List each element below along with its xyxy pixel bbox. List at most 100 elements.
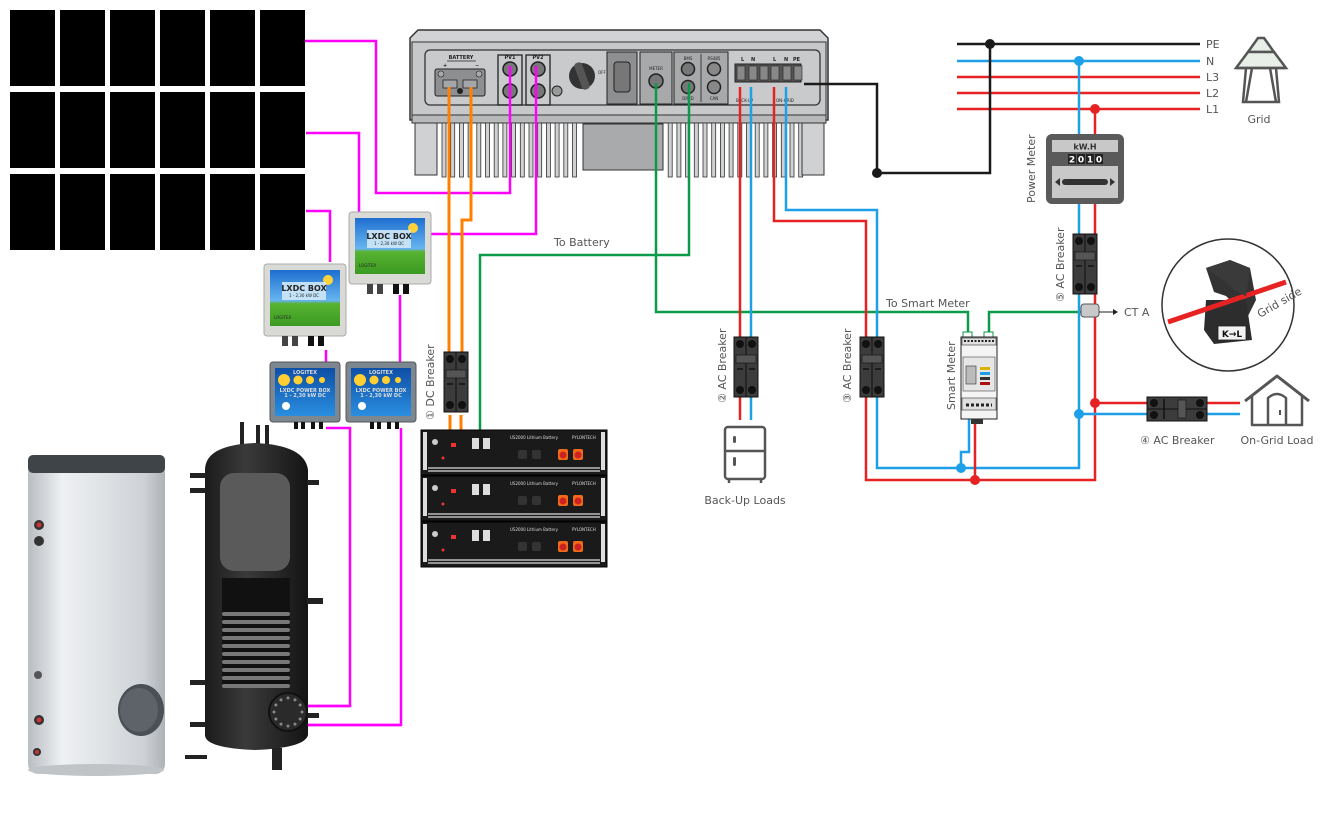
- heater-wire-1: [308, 426, 352, 708]
- solar-panel: [10, 10, 55, 86]
- hot-water-tank-cutaway: [185, 422, 323, 770]
- bms-comm-wire: [478, 83, 691, 432]
- solar-panel: [160, 10, 205, 86]
- solar-panel: [260, 174, 305, 250]
- meter-digit-cell: [1068, 154, 1076, 164]
- to-smart-meter-label: To Smart Meter: [885, 297, 970, 310]
- hybrid-inverter: BATTERY + − PV1 PV2 OFF METER: [409, 29, 829, 178]
- ct-comm-wire: [987, 310, 1085, 332]
- grid-label: Grid: [1247, 113, 1270, 126]
- grid-pylon-icon: [1233, 36, 1289, 104]
- meter-port-label: METER: [649, 66, 663, 71]
- battery-model: US2000 Lithium Battery: [510, 481, 559, 486]
- meter-digit-cell: [1077, 154, 1085, 164]
- battery-model: US2000 Lithium Battery: [510, 435, 559, 440]
- ct-detail-callout: K→L Grid side: [1161, 238, 1304, 372]
- lxdc-box-title: LXDC BOX: [366, 232, 412, 241]
- heating-element-flange: [272, 696, 304, 728]
- solar-panel-array: [10, 10, 305, 250]
- solar-panel: [210, 10, 255, 86]
- meter-digit: 1: [1087, 156, 1093, 166]
- battery-module: US2000 Lithium Battery PYLONTECH: [420, 521, 608, 568]
- meter-digit: 0: [1078, 156, 1084, 166]
- bms-port-label: BMS: [684, 56, 693, 61]
- solar-panel: [260, 92, 305, 168]
- heat-exchanger-coil: [222, 612, 290, 688]
- ac-breaker-4-label: ④ AC Breaker: [1140, 434, 1215, 447]
- pv-string-wire-3: [306, 209, 332, 262]
- terminal-label: L: [773, 57, 777, 63]
- meter-digit-cell: [1086, 154, 1094, 164]
- smart-meter-label: Smart Meter: [945, 341, 958, 410]
- ct-clamp-icon: [1080, 303, 1118, 318]
- battery-negative-wire: [460, 87, 473, 355]
- terminal-label: N: [751, 57, 755, 63]
- power-box-title: LXDC POWER BOX: [280, 388, 331, 394]
- house-icon: [1244, 374, 1310, 427]
- battery-model: US2000 Lithium Battery: [510, 527, 559, 532]
- ac-breaker-2-label: ② AC Breaker: [716, 328, 729, 403]
- power-box-subtitle: 1 - 2,30 kW DC: [360, 393, 402, 399]
- power-box-brand: LOGITEX: [369, 370, 393, 376]
- grid-busbars: PE N L3 L2 L1: [957, 38, 1220, 116]
- fridge-icon: [723, 425, 767, 483]
- power-box-subtitle: 1 - 2,30 kW DC: [284, 393, 326, 399]
- rs485-port-label: RS485: [708, 56, 721, 61]
- battery-brand: PYLONTECH: [572, 527, 596, 532]
- junction-dots: [872, 39, 1100, 485]
- heater-wire-2: [308, 428, 403, 727]
- bus-label-l3: L3: [1206, 71, 1219, 84]
- pv-string-wire-1: [305, 39, 512, 195]
- bus-label-n: N: [1206, 55, 1214, 68]
- solar-panel: [60, 174, 105, 250]
- power-box-title: LXDC POWER BOX: [356, 388, 407, 394]
- ac-breaker-2: [733, 336, 759, 398]
- can-port-label: CAN: [710, 96, 719, 101]
- lxdc-box-brand: LOGITEX: [359, 263, 376, 268]
- ac-breaker-4: [1146, 396, 1208, 422]
- ac-breaker-3: [859, 336, 885, 398]
- meter-comm-wire: [654, 83, 970, 332]
- backup-loads-label: Back-Up Loads: [704, 494, 786, 507]
- ac-breaker-3-label: ③ AC Breaker: [841, 328, 854, 403]
- meter-digit: 0: [1096, 156, 1102, 166]
- lxdc-box-subtitle: 1 - 2,30 kW DC: [289, 293, 319, 298]
- to-battery-label: To Battery: [553, 236, 610, 249]
- bus-label-pe: PE: [1206, 38, 1220, 51]
- bus-label-l2: L2: [1206, 87, 1219, 100]
- hot-water-tank-steel: [28, 455, 165, 776]
- pv2-wire: [430, 66, 538, 236]
- smart-meter: [960, 331, 998, 424]
- pv2-port-label: PV2: [532, 55, 544, 61]
- solar-panel: [10, 174, 55, 250]
- meter-digit-cell: [1095, 154, 1103, 164]
- solar-panel: [160, 92, 205, 168]
- ct-label: CT A: [1124, 306, 1150, 319]
- terminal-label: L: [741, 57, 745, 63]
- battery-minus-label: −: [475, 63, 479, 69]
- solar-panel: [60, 92, 105, 168]
- pv-string-wire-2: [306, 131, 361, 213]
- solar-panel: [160, 174, 205, 250]
- terminal-label: N: [784, 57, 788, 63]
- power-meter-unit: kW.H: [1073, 143, 1096, 152]
- lxdc-box-subtitle: 1 - 2,30 kW DC: [374, 241, 404, 246]
- ongrid-load-label: On-Grid Load: [1241, 434, 1314, 447]
- power-meter-label: Power Meter: [1025, 134, 1038, 203]
- lxdc-box-brand: LOGITEX: [274, 315, 291, 320]
- ct-direction-label: K→L: [1222, 330, 1243, 340]
- battery-port-label: BATTERY: [449, 55, 474, 61]
- power-box-brand: LOGITEX: [293, 370, 317, 376]
- solar-panel: [60, 10, 105, 86]
- meter-digit: 2: [1069, 156, 1075, 166]
